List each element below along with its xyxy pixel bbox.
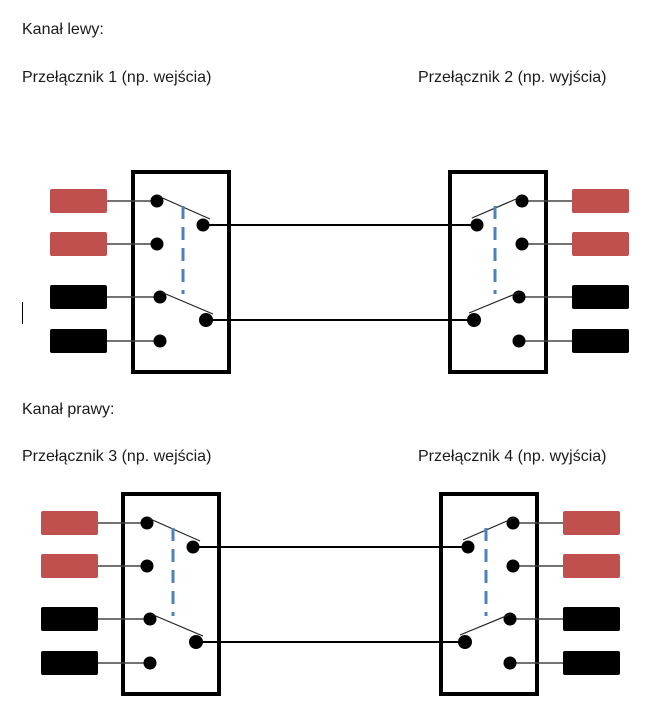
terminal-red-in <box>50 232 107 256</box>
switch-lever <box>462 517 515 541</box>
contact-dot <box>143 656 157 670</box>
terminal-red-out <box>563 554 620 578</box>
text-cursor <box>22 302 23 324</box>
switch-2-box <box>448 170 548 374</box>
contact-dot <box>515 237 529 251</box>
switch-lever <box>471 195 524 219</box>
terminal-red-in <box>41 511 98 535</box>
contact-dot <box>140 559 154 573</box>
terminal-red-out <box>572 232 629 256</box>
contact-dot <box>503 656 517 670</box>
terminal-black-in <box>50 329 107 353</box>
contact-dot <box>150 237 164 251</box>
contact-dot <box>153 290 167 304</box>
terminal-black-out <box>572 285 629 309</box>
switch-3-label: Przełącznik 3 (np. wejścia) <box>22 448 212 465</box>
switch-lever <box>459 613 512 636</box>
switch-lever <box>160 291 214 315</box>
contact-dot <box>143 612 157 626</box>
terminal-red-out <box>563 511 620 535</box>
switch-1-label: Przełącznik 1 (np. wejścia) <box>22 69 212 86</box>
switch-4-label: Przełącznik 4 (np. wyjścia) <box>418 448 607 465</box>
switch-lever <box>468 291 521 314</box>
channel-left-title: Kanał lewy: <box>22 21 104 38</box>
contact-dot <box>140 516 154 530</box>
contact-dot <box>150 194 164 208</box>
terminal-black-in <box>50 285 107 309</box>
switch-4-box <box>439 492 539 696</box>
terminal-black-in <box>41 651 98 675</box>
terminal-black-out <box>563 607 620 631</box>
contact-dot <box>506 559 520 573</box>
terminal-black-in <box>41 607 98 631</box>
switch-lever <box>150 613 204 637</box>
switch-3-box <box>121 492 221 696</box>
contact-dot <box>512 334 526 348</box>
switch-2-label: Przełącznik 2 (np. wyjścia) <box>418 69 607 86</box>
switch-1-box <box>131 170 231 374</box>
terminal-red-in <box>50 189 107 213</box>
terminal-red-in <box>41 554 98 578</box>
channel-right-title: Kanał prawy: <box>22 401 115 418</box>
contact-dot <box>153 334 167 348</box>
terminal-black-out <box>563 651 620 675</box>
terminal-red-out <box>572 189 629 213</box>
terminal-black-out <box>572 329 629 353</box>
